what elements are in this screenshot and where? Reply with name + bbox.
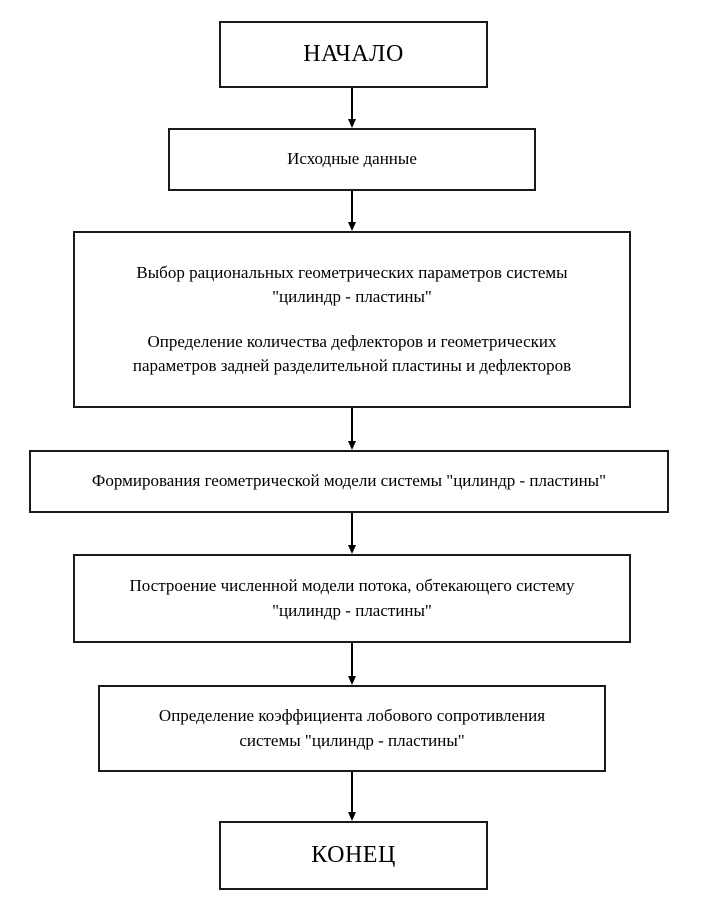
node-geometry-model-label: Формирования геометрической модели систе… (91, 471, 607, 491)
arrow-shaft (351, 191, 353, 222)
flowchart-node-flow-model[interactable]: Построение численной модели потока, обте… (73, 554, 631, 643)
connector-arrow-start-to-input (348, 88, 357, 128)
flowchart-node-parameters[interactable]: Выбор рациональных геометрических параме… (73, 231, 631, 408)
connector-arrow-params-to-geometry-model (348, 408, 357, 450)
node-start-label: НАЧАЛО (303, 41, 404, 68)
node-drag-coefficient-line-1: Определение коэффициента лобового сопрот… (158, 706, 546, 726)
flowchart-node-drag-coefficient[interactable]: Определение коэффициента лобового сопрот… (98, 685, 606, 772)
flowchart-node-start[interactable]: НАЧАЛО (219, 21, 488, 88)
arrow-shaft (351, 772, 353, 812)
node-parameters-line-3: Определение количества дефлекторов и гео… (147, 331, 557, 351)
node-end-label: КОНЕЦ (311, 842, 396, 869)
node-flow-model-line-1: Построение численной модели потока, обте… (129, 576, 575, 596)
node-parameters-line-2: "цилиндр - пластины" (272, 287, 432, 307)
arrow-head-icon (348, 545, 356, 554)
arrow-head-icon (348, 812, 356, 821)
flowchart-node-end[interactable]: КОНЕЦ (219, 821, 488, 890)
arrow-shaft (351, 88, 353, 119)
arrow-shaft (351, 643, 353, 676)
node-parameters-paragraph-1: Выбор рациональных геометрических параме… (136, 261, 567, 309)
node-drag-coefficient-line-2: системы "цилиндр - пластины" (239, 730, 465, 750)
connector-arrow-geometry-model-to-flow-model (348, 513, 357, 554)
arrow-head-icon (348, 676, 356, 685)
arrow-shaft (351, 408, 353, 441)
connector-arrow-input-to-params (348, 191, 357, 231)
node-parameters-paragraph-2: Определение количества дефлекторов и гео… (133, 330, 571, 378)
flowchart-node-input-data[interactable]: Исходные данные (168, 128, 536, 191)
node-parameters-line-4: параметров задней разделительной пластин… (132, 355, 572, 375)
connector-arrow-flow-model-to-drag (348, 643, 357, 685)
node-parameters-line-1: Выбор рациональных геометрических параме… (136, 263, 568, 283)
node-input-label: Исходные данные (287, 149, 417, 169)
arrow-head-icon (348, 441, 356, 450)
node-flow-model-line-2: "цилиндр - пластины" (272, 600, 432, 620)
connector-arrow-drag-to-end (348, 772, 357, 821)
flowchart-node-geometry-model[interactable]: Формирования геометрической модели систе… (29, 450, 669, 513)
arrow-shaft (351, 513, 353, 545)
arrow-head-icon (348, 222, 356, 231)
arrow-head-icon (348, 119, 356, 128)
